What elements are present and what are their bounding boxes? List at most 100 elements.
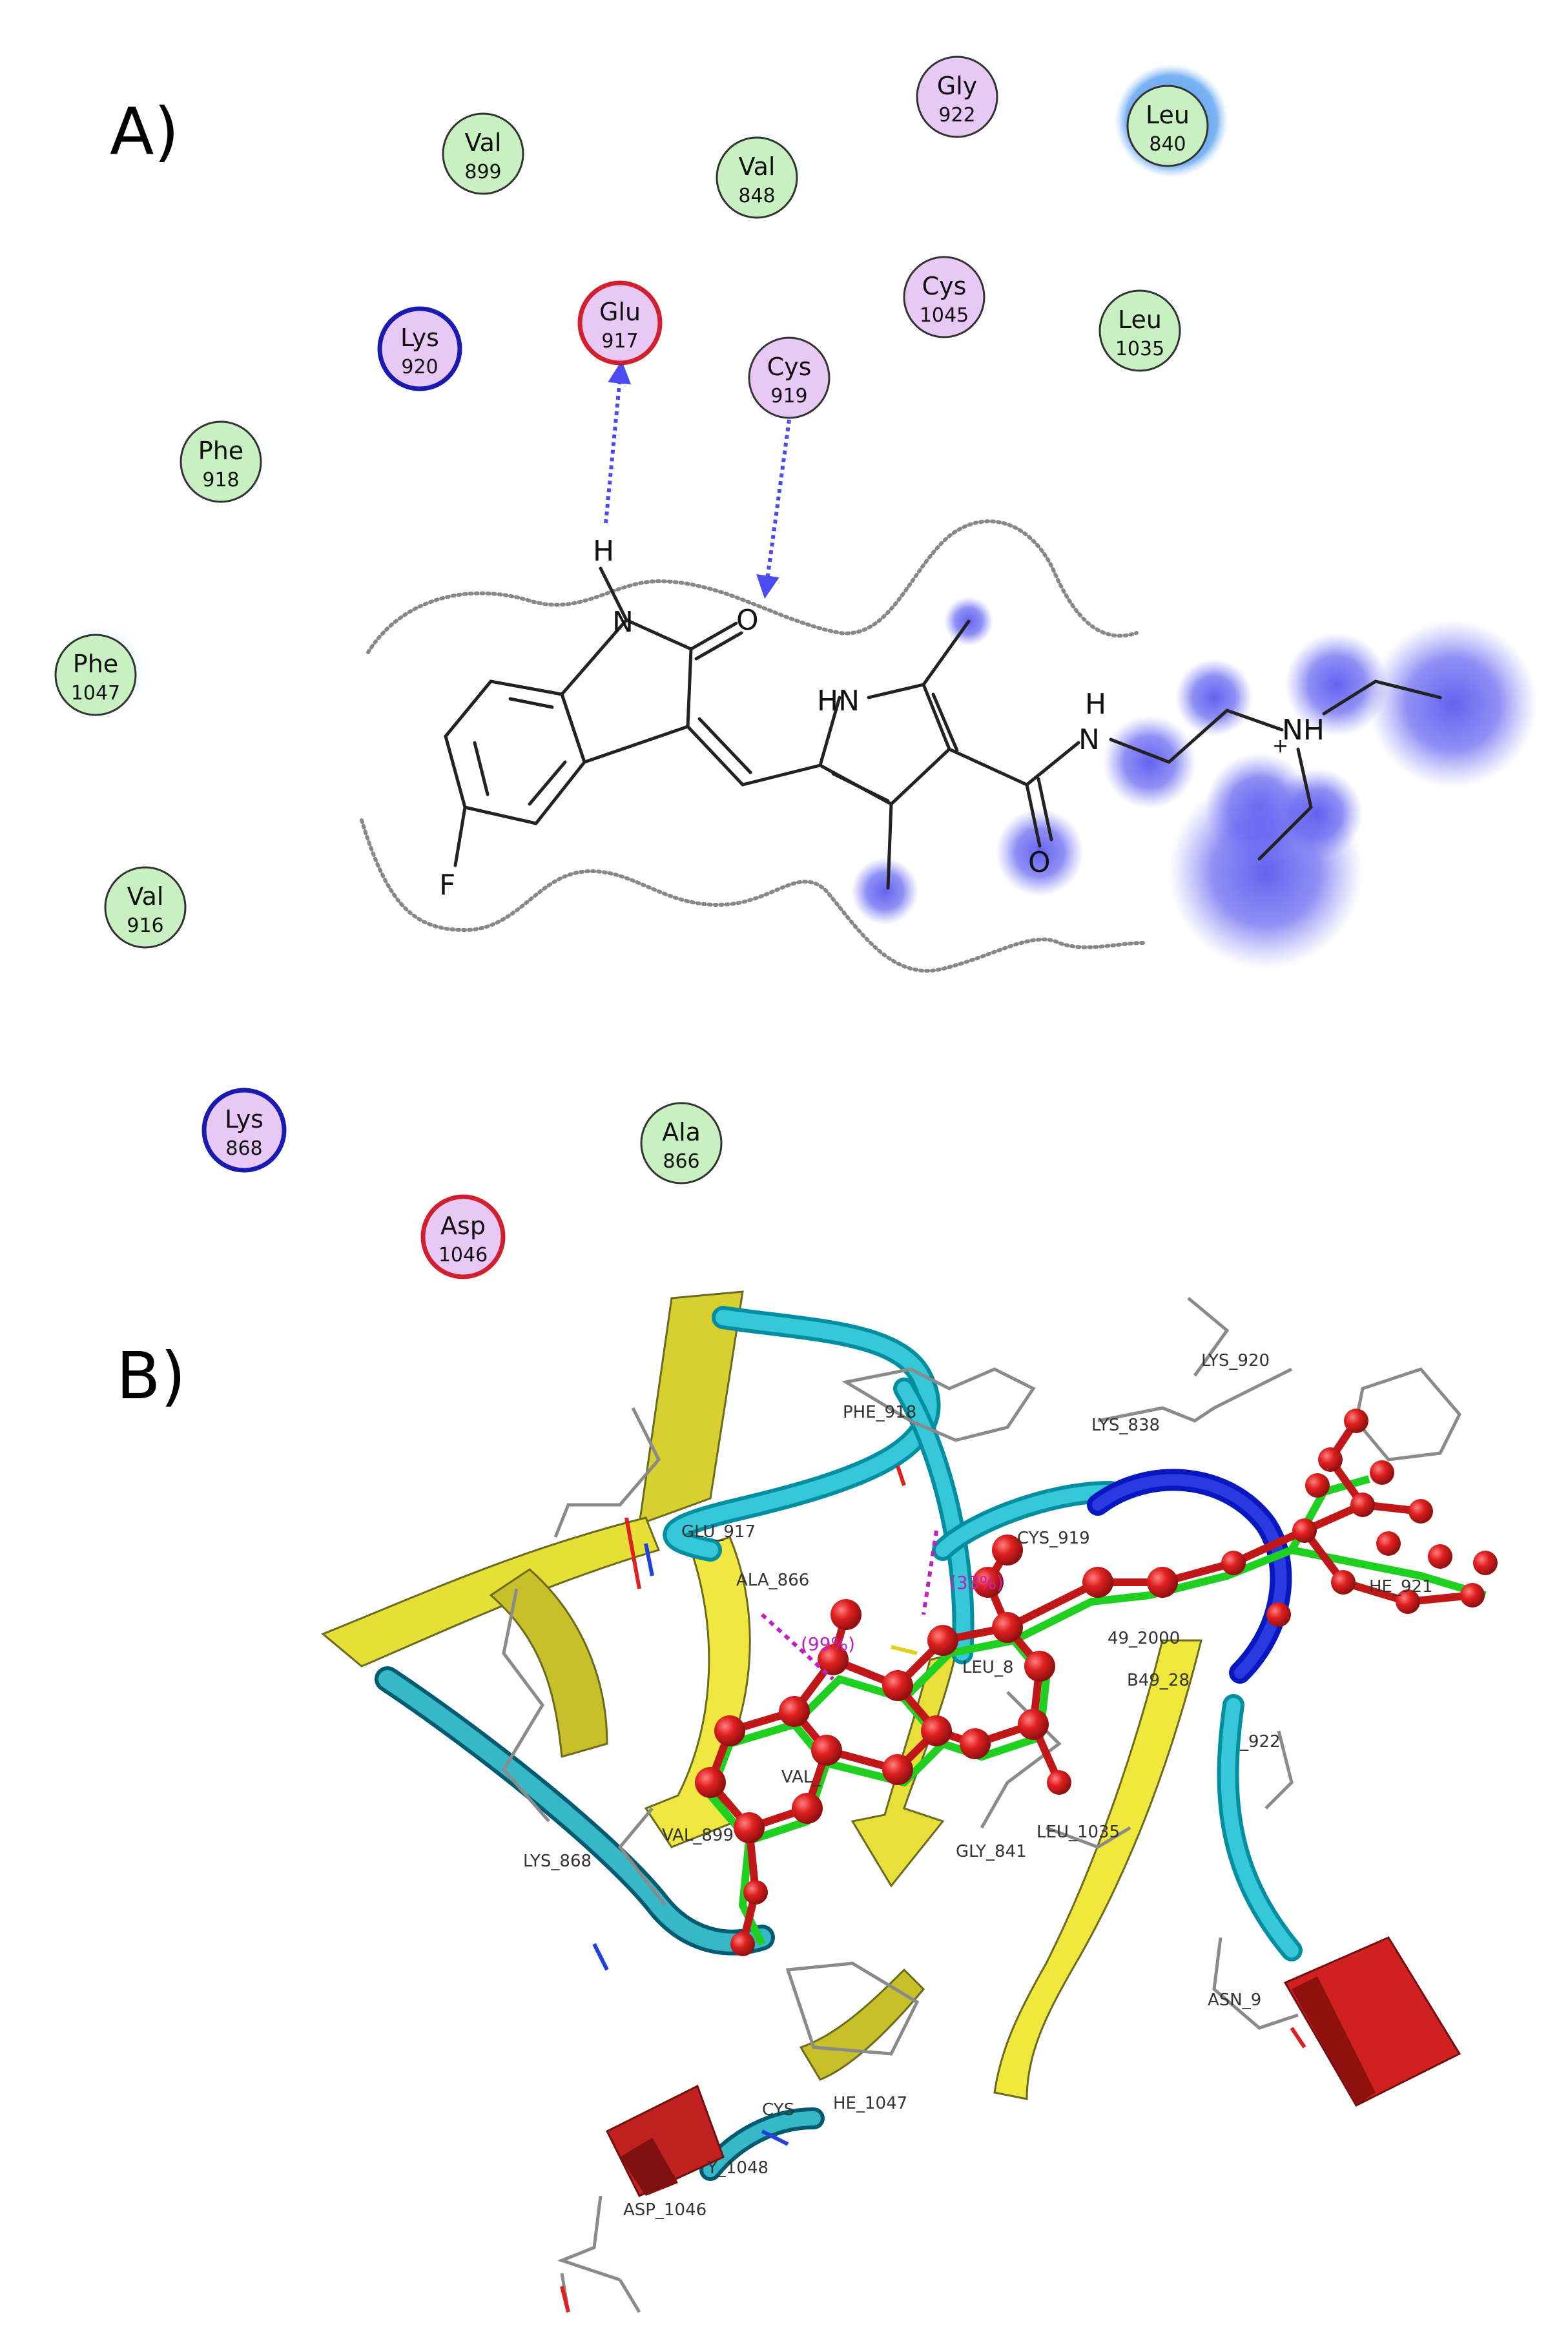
ligand-atom <box>830 1599 861 1630</box>
ligand-atom <box>695 1767 726 1798</box>
residue-number: 918 <box>202 469 239 491</box>
residue-name: Val <box>739 152 776 181</box>
residue-number: 899 <box>464 161 501 183</box>
pocket-contour-upper <box>366 519 1139 654</box>
residue-number: 868 <box>225 1137 262 1160</box>
label-49-2000: 49_2000 <box>1108 1629 1180 1648</box>
ligand-atom <box>882 1670 913 1701</box>
residue-number: 1046 <box>438 1244 488 1266</box>
ligand-atom <box>1018 1709 1049 1740</box>
ligand-atom <box>992 1535 1023 1566</box>
panel-b-residue-labels: LYS_920 PHE_918 LYS_838 GLU_917 ALA_866 … <box>523 1351 1433 2220</box>
ligand-atom <box>1047 1770 1071 1795</box>
atom-h-amide: H <box>1085 688 1106 721</box>
label-cys: CYS <box>762 2100 794 2120</box>
atom-o-lactam: O <box>736 604 759 637</box>
ligand-atom <box>1408 1499 1433 1524</box>
residue-name: Leu <box>1118 305 1162 334</box>
residue-sticks <box>501 1297 1461 2313</box>
ligand-atom <box>1147 1567 1178 1598</box>
panel-b: B) <box>116 1290 1498 2313</box>
ligand-atom <box>1266 1602 1291 1627</box>
atom-plus: + <box>1272 735 1288 758</box>
residue-number: 1047 <box>71 682 120 705</box>
residue-disc <box>1099 289 1181 372</box>
atom-nh: NH <box>1282 714 1325 747</box>
label-lys838: LYS_838 <box>1091 1416 1160 1435</box>
residue-leu1035: Leu 1035 <box>1099 283 1189 372</box>
residue-disc <box>748 336 830 419</box>
label-cys919: CYS_919 <box>1017 1529 1090 1548</box>
residue-disc <box>916 56 998 138</box>
ligand-atom <box>1292 1518 1317 1543</box>
ligand-atom <box>1331 1570 1356 1595</box>
label-lys920: LYS_920 <box>1201 1351 1270 1370</box>
ligand-atom <box>779 1696 810 1727</box>
ligand-atom <box>734 1812 765 1843</box>
ligand-atom <box>1024 1651 1055 1682</box>
residue-disc <box>104 866 187 949</box>
label-asn9: ASN_9 <box>1208 1990 1261 2010</box>
helices <box>605 1936 1461 2197</box>
residue-number: 1035 <box>1115 338 1164 360</box>
label-val: VAL_ <box>781 1768 821 1787</box>
label-asp1046: ASP_1046 <box>623 2200 707 2220</box>
residue-name: Leu <box>1146 101 1190 129</box>
atom-n-amide: N <box>1078 723 1100 756</box>
hbond-arrow-cys919 <box>756 419 791 599</box>
label-lys868: LYS_868 <box>523 1852 592 1871</box>
label-ala866: ALA_866 <box>736 1571 809 1590</box>
residue-val899: Val 899 <box>442 112 524 195</box>
ligand-atom <box>1305 1473 1330 1498</box>
residue-disc <box>201 1088 287 1173</box>
ligand-atom <box>730 1932 755 1956</box>
ligand-atom <box>882 1754 913 1785</box>
ligand-atom <box>1428 1544 1452 1569</box>
residue-disc <box>903 256 985 338</box>
ligand-atom <box>714 1715 745 1746</box>
ligand-atom <box>960 1728 991 1759</box>
ligand-atom <box>1221 1551 1246 1575</box>
panel-a-label: A) <box>110 94 179 169</box>
residue-disc <box>54 634 137 716</box>
residue-name: Gly <box>937 72 978 100</box>
residue-name: Val <box>465 129 502 157</box>
panel-a: A) <box>52 49 1537 1279</box>
ligand-atom <box>1376 1531 1401 1556</box>
residue-name: Phe <box>73 650 118 678</box>
residue-disc <box>1126 85 1209 167</box>
ligand-atom <box>921 1715 952 1746</box>
atom-o-amide: O <box>1028 846 1051 879</box>
residue-disc <box>377 306 462 391</box>
label-b49-28: B49_28 <box>1127 1671 1190 1690</box>
residue-number: 840 <box>1149 133 1186 156</box>
beta-sheets <box>321 1290 1202 2100</box>
residue-number: 920 <box>401 356 438 378</box>
residue-number: 922 <box>938 104 975 127</box>
residue-disc <box>180 420 262 503</box>
ligand-atom <box>1344 1409 1368 1433</box>
residue-number: 1045 <box>920 304 969 327</box>
residue-asp1046: Asp 1046 <box>420 1194 506 1279</box>
ligand-atom <box>1350 1493 1375 1517</box>
atom-f: F <box>439 869 455 902</box>
residue-disc <box>640 1102 723 1184</box>
residue-name: Asp <box>440 1212 486 1240</box>
coils <box>375 1306 1303 2181</box>
ligand-atom <box>743 1880 768 1905</box>
residue-leu840: Leu 840 <box>1115 64 1228 178</box>
residue-disc <box>442 112 524 195</box>
residue-phe1047: Phe 1047 <box>52 623 149 719</box>
residue-name: Val <box>127 882 164 911</box>
ligand-atom <box>818 1644 849 1675</box>
atom-hn: HN <box>817 685 860 718</box>
ligand-structure <box>444 566 1442 890</box>
residue-name: Lys <box>225 1105 263 1133</box>
